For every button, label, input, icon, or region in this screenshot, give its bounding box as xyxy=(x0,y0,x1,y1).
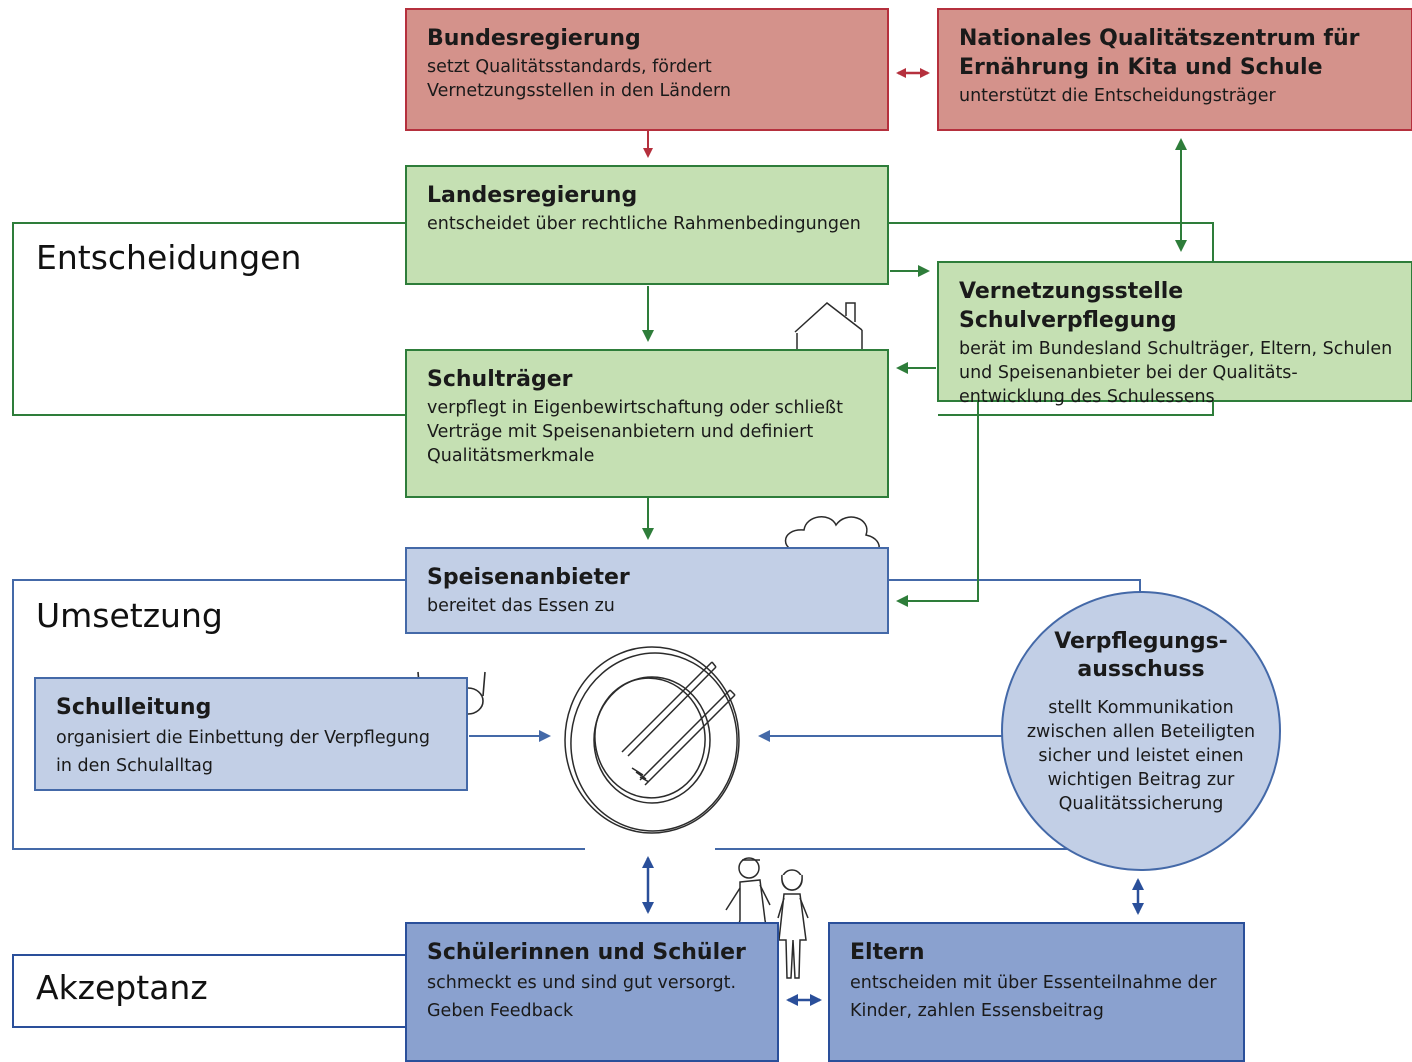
box-vernetzungsstelle: Vernetzungsstelle Schulverpflegung berät… xyxy=(937,261,1412,407)
schulleitung-title: Schulleitung xyxy=(56,695,212,720)
nqz-title: Nationales Qualitätszentrum für Ernährun… xyxy=(959,26,1360,80)
landesregierung-title: Landesregierung xyxy=(427,183,638,208)
verpflegungsausschuss-title: Verpflegungs-ausschuss xyxy=(1054,629,1228,682)
umsetzung-frame xyxy=(12,579,1141,850)
box-eltern: Eltern entscheiden mit über Essenteilnah… xyxy=(828,922,1245,1062)
box-schueler: Schülerinnen und Schüler schmeckt es und… xyxy=(405,922,779,1062)
box-speisenanbieter: Speisenanbieter bereitet das Essen zu xyxy=(405,547,889,634)
section-label-entscheidungen: Entscheidungen xyxy=(36,238,302,277)
bundesregierung-desc: setzt Qualitätsstandards, fördert Vernet… xyxy=(427,57,731,101)
schulleitung-desc: organisiert die Einbettung der Verpflegu… xyxy=(56,728,431,776)
entscheidungen-frame xyxy=(12,222,1214,416)
arrow-vernetzung-speisenanbieter xyxy=(896,402,979,607)
plate-cutlery-icon xyxy=(564,646,740,834)
schueler-desc: schmeckt es und sind gut versorgt. Geben… xyxy=(427,973,737,1021)
vernetzungsstelle-title: Vernetzungsstelle Schulverpflegung xyxy=(959,279,1184,333)
box-nqz: Nationales Qualitätszentrum für Ernährun… xyxy=(937,8,1412,131)
box-bundesregierung: Bundesregierung setzt Qualitätsstandards… xyxy=(405,8,889,131)
section-label-umsetzung: Umsetzung xyxy=(36,596,223,635)
verpflegungsausschuss-content: Verpflegungs-ausschuss stellt Kommunikat… xyxy=(1016,628,1266,816)
speisenanbieter-desc: bereitet das Essen zu xyxy=(427,596,615,616)
speisenanbieter-title: Speisenanbieter xyxy=(427,565,630,590)
schultraeger-desc: verpflegt in Eigenbewirtschaftung oder s… xyxy=(427,398,843,466)
box-landesregierung: Landesregierung entscheidet über rechtli… xyxy=(405,165,889,285)
eltern-desc: entscheiden mit über Essenteilnahme der … xyxy=(850,973,1217,1021)
box-schulleitung: Schulleitung organisiert die Einbettung … xyxy=(34,677,468,791)
eltern-title: Eltern xyxy=(850,940,925,965)
schueler-title: Schülerinnen und Schüler xyxy=(427,940,746,965)
verpflegungsausschuss-circle xyxy=(1001,591,1281,871)
bundesregierung-title: Bundesregierung xyxy=(427,26,641,51)
box-schultraeger: Schulträger verpflegt in Eigenbewirtscha… xyxy=(405,349,889,498)
vernetzungsstelle-desc: berät im Bundesland Schulträger, Eltern,… xyxy=(959,339,1393,407)
section-label-akzeptanz: Akzeptanz xyxy=(36,968,208,1007)
landesregierung-desc: entscheidet über rechtliche Rahmenbeding… xyxy=(427,214,861,234)
akzeptanz-frame xyxy=(12,954,405,1028)
schultraeger-title: Schulträger xyxy=(427,367,573,392)
verpflegungsausschuss-desc: stellt Kommunikation zwischen allen Bete… xyxy=(1026,698,1256,814)
nqz-desc: unterstützt die Entscheidungsträger xyxy=(959,86,1276,106)
